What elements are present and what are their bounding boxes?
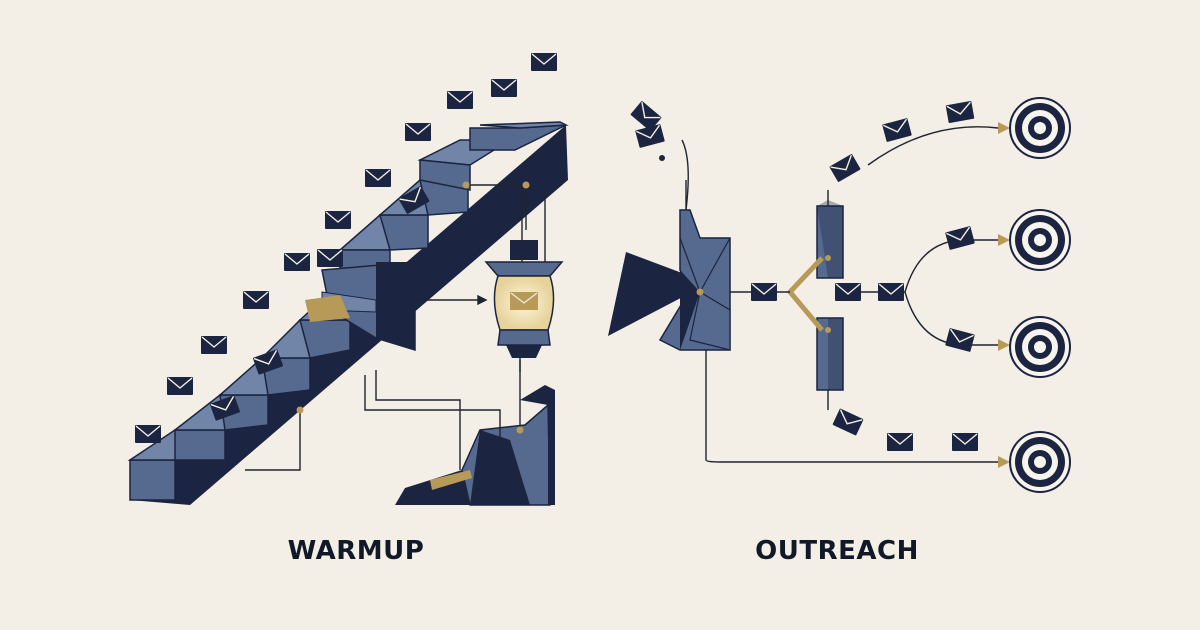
stair-step [419, 159, 471, 191]
splitter-pillar-top [816, 205, 844, 279]
stair-step [479, 121, 569, 129]
lantern-icon [484, 240, 564, 372]
stair-step [129, 459, 176, 501]
warmup-label: WARMUP [287, 536, 425, 566]
arrowhead-sender-icon [608, 209, 731, 351]
outreach-label: OUTREACH [755, 536, 919, 566]
outreach-network [608, 97, 1071, 493]
bullseye-target-icon [1009, 97, 1071, 493]
stair-step [174, 429, 226, 461]
warmup-staircase [127, 52, 569, 506]
